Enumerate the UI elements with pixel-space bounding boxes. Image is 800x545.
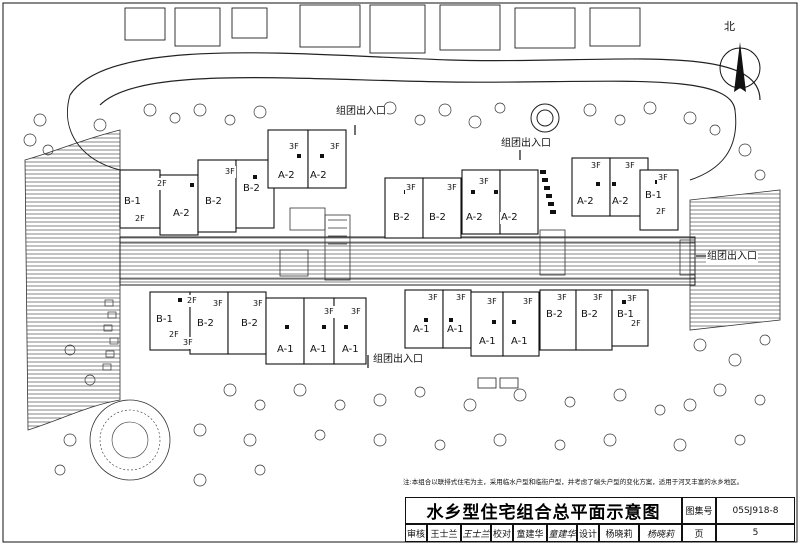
stepped-path bbox=[540, 170, 556, 214]
shoreline-rocks bbox=[102, 299, 119, 371]
page-no: 5 bbox=[716, 524, 795, 542]
floor-label: 3F bbox=[224, 166, 236, 178]
unit-label: A-1 bbox=[510, 336, 529, 348]
floor-label: 2F bbox=[168, 329, 180, 341]
unit-label: A-1 bbox=[412, 324, 431, 336]
unit-label: A-1 bbox=[341, 344, 360, 356]
entrance-label-south: 组团出入口 bbox=[372, 354, 424, 366]
unit-label: B-2 bbox=[392, 212, 411, 224]
floor-label: 3F bbox=[212, 298, 224, 310]
unit-label: B-2 bbox=[240, 318, 259, 330]
floor-label: 3F bbox=[455, 292, 467, 304]
floor-label: 2F bbox=[156, 178, 168, 190]
check-label: 校对 bbox=[491, 524, 513, 542]
unit-label: A-2 bbox=[576, 196, 595, 208]
review-label: 审核 bbox=[405, 524, 427, 542]
design-label: 设计 bbox=[577, 524, 599, 542]
entrance-label-north-west: 组团出入口 bbox=[335, 106, 387, 118]
southwest-plaza bbox=[89, 399, 171, 481]
floor-label: 3F bbox=[329, 141, 341, 153]
floor-label: 2F bbox=[630, 318, 642, 330]
design-note: 注:本组合以联排式住宅为主，采用临水户型和临街户型，并考虑了端头户型的变化方案，… bbox=[403, 478, 744, 486]
west-water bbox=[24, 129, 121, 431]
north-plaza bbox=[530, 103, 560, 133]
floor-label: 2F bbox=[186, 295, 198, 307]
unit-label: A-2 bbox=[277, 170, 296, 182]
north-arrow-icon bbox=[719, 42, 761, 92]
unit-label: B-2 bbox=[204, 196, 223, 208]
review-name: 王士兰 bbox=[427, 524, 461, 542]
floor-label: 2F bbox=[655, 206, 667, 218]
entrance-label-north-east: 组团出入口 bbox=[500, 138, 552, 150]
unit-label: B-1 bbox=[644, 190, 663, 202]
unit-label: B-1 bbox=[155, 314, 174, 326]
unit-label: A-2 bbox=[500, 212, 519, 224]
floor-label: 3F bbox=[556, 292, 568, 304]
footbridges bbox=[279, 207, 696, 281]
floor-label: 3F bbox=[657, 172, 669, 184]
south-row-blocks bbox=[149, 289, 649, 365]
north-label: 北 bbox=[724, 20, 735, 33]
review-signature: 王士兰 bbox=[461, 524, 491, 542]
floor-label: 3F bbox=[405, 182, 417, 194]
parking bbox=[477, 377, 519, 389]
entrance-markers bbox=[354, 125, 706, 368]
unit-label: A-2 bbox=[611, 196, 630, 208]
ring-road-inner bbox=[99, 76, 736, 111]
floor-label: 3F bbox=[522, 296, 534, 308]
unit-label: B-1 bbox=[123, 196, 142, 208]
drawing-no-label: 图集号 bbox=[682, 497, 716, 524]
northern-buildings bbox=[124, 4, 641, 54]
floor-label: 3F bbox=[182, 337, 194, 349]
unit-label: A-1 bbox=[446, 324, 465, 336]
unit-label: A-2 bbox=[172, 208, 191, 220]
floor-label: 3F bbox=[323, 306, 335, 318]
entrance-label-east: 组团出入口 bbox=[706, 251, 758, 263]
unit-label: A-2 bbox=[309, 170, 328, 182]
floor-label: 3F bbox=[626, 293, 638, 305]
unit-label: B-2 bbox=[580, 309, 599, 321]
unit-label: B-2 bbox=[196, 318, 215, 330]
floor-label: 3F bbox=[446, 182, 458, 194]
floor-label: 3F bbox=[592, 292, 604, 304]
unit-label: B-2 bbox=[428, 212, 447, 224]
check-name: 童建华 bbox=[513, 524, 547, 542]
floor-label: 3F bbox=[590, 160, 602, 172]
unit-label: A-1 bbox=[478, 336, 497, 348]
unit-label: A-2 bbox=[465, 212, 484, 224]
floor-label: 3F bbox=[252, 298, 264, 310]
unit-label: B-2 bbox=[545, 309, 564, 321]
check-signature: 童建华 bbox=[547, 524, 577, 542]
central-canal bbox=[119, 236, 696, 286]
design-signature: 杨晓莉 bbox=[639, 524, 682, 542]
floor-label: 3F bbox=[288, 141, 300, 153]
floor-label: 3F bbox=[478, 176, 490, 188]
trees bbox=[23, 101, 771, 487]
unit-label: B-2 bbox=[242, 183, 261, 195]
design-name: 杨晓莉 bbox=[599, 524, 639, 542]
page-label: 页 bbox=[682, 524, 716, 542]
floor-label: 3F bbox=[624, 160, 636, 172]
floor-label: 2F bbox=[134, 213, 146, 225]
unit-label: A-1 bbox=[309, 344, 328, 356]
floor-label: 3F bbox=[427, 292, 439, 304]
floor-label: 3F bbox=[350, 306, 362, 318]
unit-label: A-1 bbox=[276, 344, 295, 356]
floor-label: 3F bbox=[486, 296, 498, 308]
ring-road-outer bbox=[69, 52, 761, 101]
drawing-no: 05SJ918-8 bbox=[716, 497, 795, 524]
drawing-title: 水乡型住宅组合总平面示意图 bbox=[405, 497, 682, 524]
